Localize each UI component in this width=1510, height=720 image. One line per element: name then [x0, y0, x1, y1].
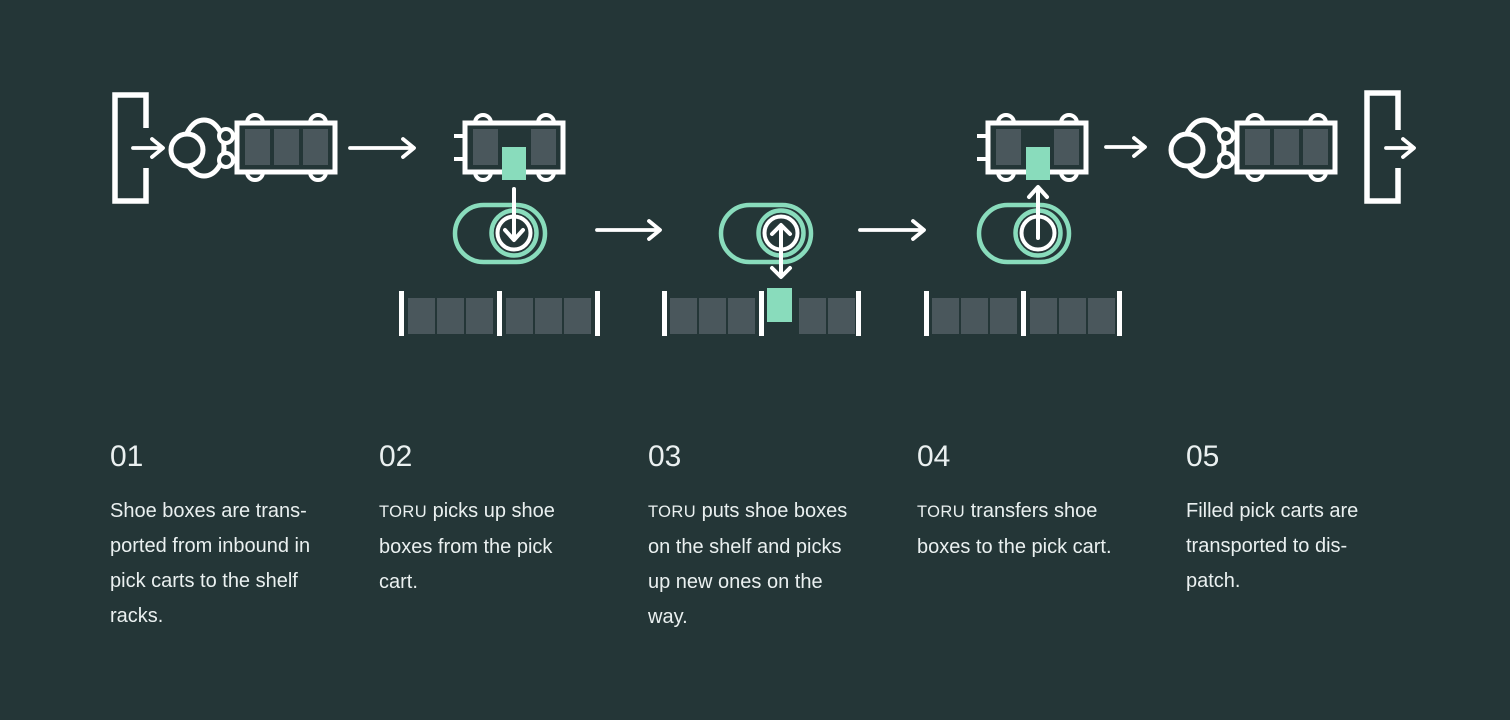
step-number: 04	[917, 440, 951, 473]
arrow-right-icon	[595, 219, 662, 241]
step-05: 05 Filled pick carts are transported to …	[1186, 440, 1421, 635]
pick-cart-box-lowering-icon	[454, 113, 566, 182]
arrow-right-icon	[858, 219, 926, 241]
arrow-right-icon	[348, 137, 416, 159]
shelf-rack-with-raised-box-icon	[662, 288, 861, 336]
arrow-down-icon	[503, 187, 525, 242]
shoe-box-mint	[767, 288, 792, 322]
step-02: 02 TORU picks up shoe boxes from the pic…	[379, 440, 614, 635]
worker-icon	[1168, 117, 1235, 179]
arrow-up-icon	[1027, 185, 1049, 240]
step-01: 01 Shoe boxes are trans- ported from inb…	[110, 440, 345, 635]
step-description: TORU puts shoe boxes on the shelf and pi…	[648, 500, 848, 628]
arrow-right-icon	[1384, 137, 1416, 159]
outbound-door-icon	[1364, 90, 1401, 204]
shoe-box-mint	[1026, 147, 1050, 180]
step-number: 03	[648, 440, 682, 473]
step-description: TORU picks up shoe boxes from the pick c…	[379, 500, 555, 593]
step-number: 02	[379, 440, 413, 473]
toru-robot-double-arrow-icon	[718, 202, 814, 279]
shelf-rack-icon	[924, 291, 1122, 336]
step-description: Shoe boxes are trans- ported from inboun…	[110, 500, 311, 627]
step-description: Filled pick carts are transported to dis…	[1186, 500, 1359, 592]
pick-cart-icon	[1226, 113, 1338, 182]
step-description: TORU transfers shoe boxes to the pick ca…	[917, 500, 1112, 558]
process-steps: 01 Shoe boxes are trans- ported from inb…	[110, 440, 1421, 635]
process-diagram	[112, 90, 1416, 336]
arrow-up-down-icon	[770, 223, 792, 279]
shelf-rack-icon	[399, 291, 600, 336]
toru-robot-placing-up-icon	[976, 185, 1072, 265]
step-04: 04 TORU transfers shoe boxes to the pick…	[917, 440, 1152, 635]
worker-icon	[168, 117, 235, 179]
step-number: 05	[1186, 440, 1220, 473]
process-diagram-svg	[112, 90, 1416, 336]
inbound-door-icon	[112, 92, 149, 204]
arrow-right-icon	[131, 137, 165, 159]
step-number: 01	[110, 440, 144, 473]
toru-robot-picking-down-icon	[452, 187, 548, 265]
step-03: 03 TORU puts shoe boxes on the shelf and…	[648, 440, 883, 635]
pick-cart-icon	[226, 113, 338, 182]
arrow-right-icon	[1104, 136, 1147, 158]
pick-cart-box-raising-icon	[977, 113, 1089, 182]
shoe-box-mint	[502, 147, 526, 180]
